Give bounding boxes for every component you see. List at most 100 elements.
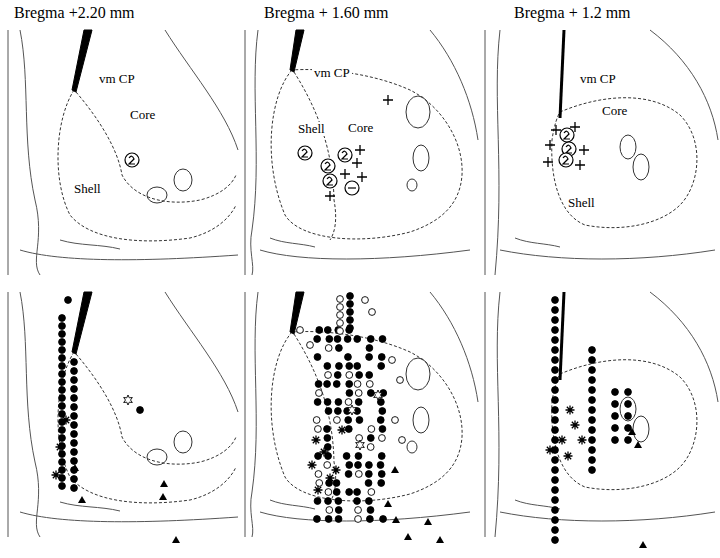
filled-dot — [59, 315, 66, 322]
circled-glyph — [564, 131, 570, 139]
section-outline — [260, 512, 470, 521]
open-dot — [297, 327, 304, 334]
section-outline — [20, 292, 40, 537]
open-dot — [325, 372, 332, 379]
section-outline — [251, 292, 258, 537]
filled-dot — [137, 407, 144, 414]
filled-dot — [625, 401, 632, 408]
filled-dot — [366, 354, 373, 361]
section-title: Bregma + 1.60 mm — [262, 4, 391, 22]
open-dot — [346, 372, 353, 379]
filled-dot — [325, 498, 332, 505]
section-outline — [270, 238, 315, 247]
upper-row — [8, 30, 718, 275]
filled-dot — [325, 516, 332, 523]
filled-dot — [589, 417, 596, 424]
filled-dot — [71, 449, 78, 456]
filled-dot — [334, 336, 341, 343]
filled-dot — [59, 347, 66, 354]
filled-dot — [59, 363, 66, 370]
star-marker — [124, 395, 133, 405]
asterisk-marker — [558, 436, 567, 445]
region-label: vm CP — [97, 72, 137, 86]
cannula-track — [560, 30, 564, 118]
filled-dot — [71, 458, 78, 465]
filled-dot — [315, 381, 322, 388]
lower-markers — [52, 293, 648, 548]
circled-marker — [345, 181, 359, 195]
section-outline — [270, 500, 315, 509]
section-outline — [485, 292, 486, 537]
filled-dot — [552, 417, 559, 424]
filled-dot — [354, 498, 361, 505]
filled-dot — [552, 387, 559, 394]
anterior-commissure — [174, 169, 192, 191]
open-dot — [315, 471, 322, 478]
filled-dot — [552, 487, 559, 494]
open-dot — [324, 462, 331, 469]
open-dot — [368, 426, 375, 433]
triangle-marker — [78, 496, 86, 503]
circled-marker — [125, 153, 139, 167]
circled-marker — [559, 153, 573, 167]
filled-dot — [59, 395, 66, 402]
accumbens-boundary — [294, 334, 336, 502]
filled-dot — [552, 327, 559, 334]
filled-dot — [315, 453, 322, 460]
filled-dot — [347, 325, 354, 332]
triangle-marker — [392, 516, 400, 523]
anterior-commissure — [633, 416, 649, 442]
triangle-marker — [424, 518, 432, 525]
filled-dot — [552, 377, 559, 384]
filled-dot — [71, 395, 78, 402]
filled-dot — [366, 462, 373, 469]
plus-marker — [325, 191, 335, 201]
section-outline — [20, 30, 40, 275]
filled-dot — [314, 399, 321, 406]
circled-glyph — [302, 149, 308, 157]
filled-dot — [334, 408, 341, 415]
filled-dot — [552, 297, 559, 304]
asterisk-marker — [320, 448, 329, 457]
filled-dot — [346, 489, 353, 496]
filled-dot — [552, 307, 559, 314]
asterisk-marker — [62, 416, 71, 425]
filled-dot — [380, 516, 387, 523]
filled-dot — [356, 417, 363, 424]
filled-dot — [366, 372, 373, 379]
filled-dot — [589, 447, 596, 454]
filled-dot — [71, 476, 78, 483]
filled-dot — [71, 422, 78, 429]
plus-marker — [551, 125, 561, 135]
filled-dot — [365, 471, 372, 478]
region-label: Core — [346, 121, 375, 135]
filled-dot — [324, 363, 331, 370]
open-dot — [397, 377, 404, 384]
filled-dot — [325, 408, 332, 415]
anterior-commissure — [633, 154, 649, 180]
region-label: Core — [600, 104, 629, 118]
filled-dot — [612, 401, 619, 408]
triangle-marker — [160, 480, 168, 487]
plus-marker — [357, 172, 367, 182]
open-dot — [369, 309, 376, 316]
section-outline — [8, 30, 9, 275]
open-dot — [355, 390, 362, 397]
filled-dot — [324, 399, 331, 406]
filled-dot — [324, 444, 331, 451]
open-dot — [337, 320, 344, 327]
filled-dot — [377, 417, 384, 424]
section-outline — [500, 250, 715, 259]
filled-dot — [377, 462, 384, 469]
accumbens-boundary — [294, 72, 336, 240]
triangle-marker — [71, 464, 79, 471]
filled-dot — [335, 345, 342, 352]
filled-dot — [552, 347, 559, 354]
accumbens-boundary — [58, 90, 236, 241]
anterior-commissure — [407, 179, 417, 191]
circled-marker — [323, 174, 337, 188]
filled-dot — [367, 507, 374, 514]
filled-dot — [345, 471, 352, 478]
filled-dot — [347, 301, 354, 308]
filled-dot — [71, 413, 78, 420]
